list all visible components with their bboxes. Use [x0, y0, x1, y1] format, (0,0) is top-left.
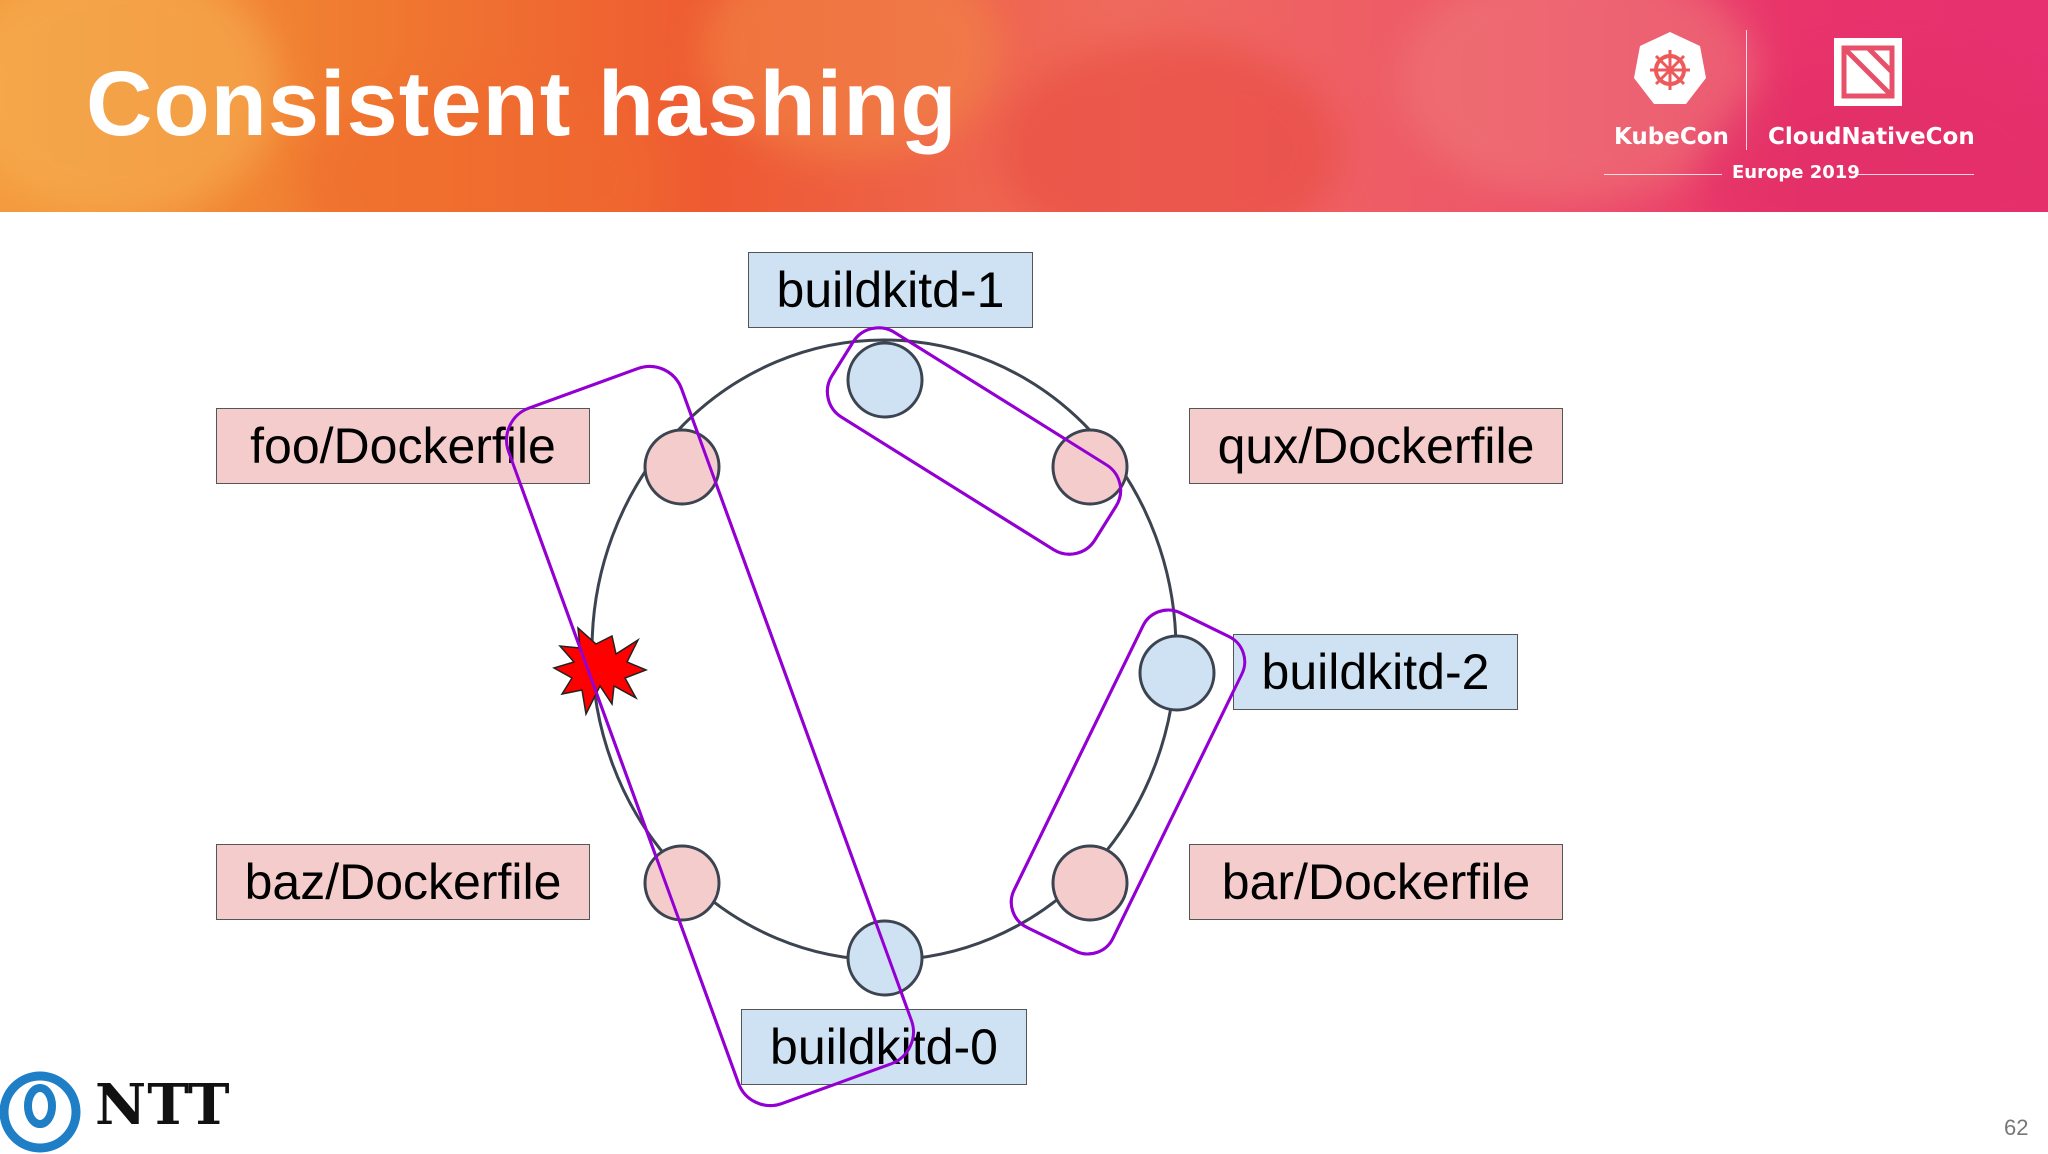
header-banner: Consistent hashing KubeCon CloudNativeCo…: [0, 0, 2048, 212]
key-label-baz: baz/Dockerfile: [216, 844, 590, 920]
event-logos: KubeCon CloudNativeCon Europe 2019: [1600, 26, 1980, 196]
node-label-buildkitd-2: buildkitd-2: [1233, 634, 1518, 710]
key-point-baz: [643, 844, 721, 922]
kubernetes-helm-icon: [1634, 32, 1706, 104]
key-point-foo: [643, 428, 721, 506]
ntt-logo: NTT: [0, 1070, 230, 1153]
ntt-swirl-icon: [0, 1071, 81, 1153]
company-name: NTT: [95, 1072, 231, 1138]
node-point-buildkitd-1: [846, 341, 924, 419]
cloudnativecon-label: CloudNativeCon: [1768, 124, 1975, 150]
page-number: 62: [2004, 1115, 2029, 1140]
key-point-qux: [1051, 428, 1129, 506]
node-label-buildkitd-0: buildkitd-0: [741, 1009, 1027, 1085]
key-label-qux: qux/Dockerfile: [1189, 408, 1563, 484]
cloudnativecon-icon: [1834, 38, 1902, 106]
kubecon-label: KubeCon: [1614, 124, 1729, 150]
node-point-buildkitd-2: [1138, 634, 1216, 712]
node-point-buildkitd-0: [846, 919, 924, 997]
node-label-buildkitd-1: buildkitd-1: [748, 252, 1033, 328]
key-point-bar: [1051, 844, 1129, 922]
slide-title: Consistent hashing: [86, 53, 958, 155]
key-label-foo: foo/Dockerfile: [216, 408, 590, 484]
event-edition: Europe 2019: [1732, 162, 1860, 183]
key-label-bar: bar/Dockerfile: [1189, 844, 1563, 920]
